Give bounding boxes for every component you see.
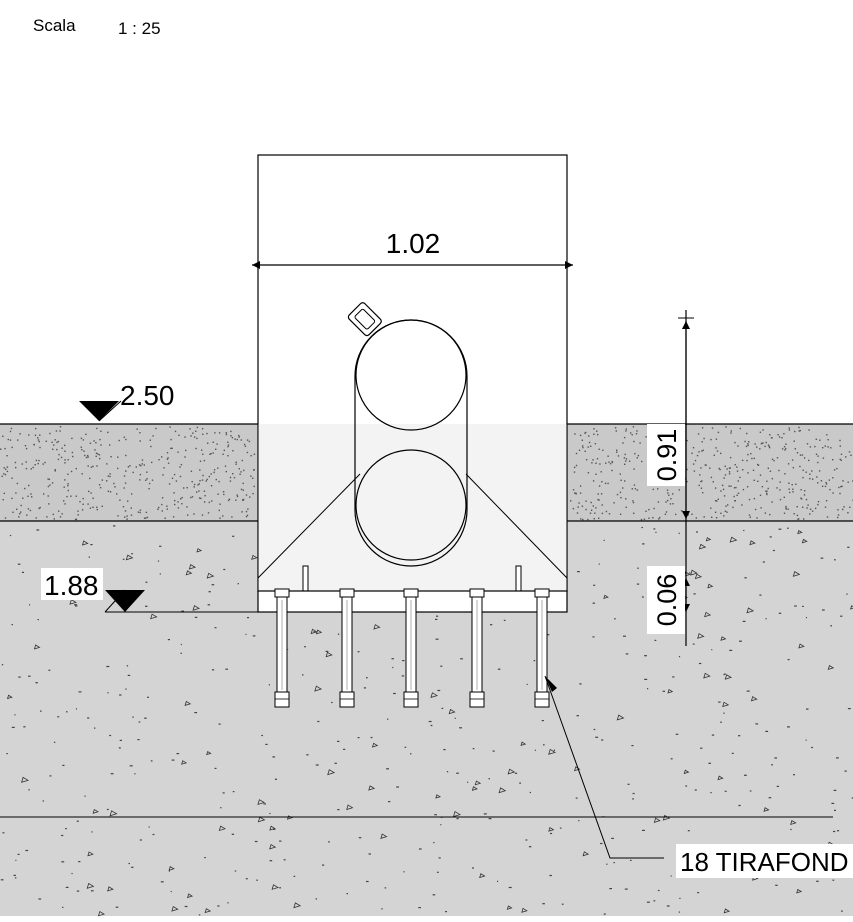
base-level-label-bg [41, 568, 103, 600]
lower-lamp [355, 449, 467, 561]
upper-lamp [355, 319, 467, 431]
anchor-bolt [534, 588, 550, 708]
soil-texture [0, 426, 853, 917]
height-upper-label-bg [647, 424, 685, 486]
brace-left [257, 473, 361, 579]
scale-label: Scala [33, 16, 76, 35]
anchor-bolts [274, 588, 550, 708]
scale-value: 1 : 25 [118, 19, 161, 38]
anchor-bolt [403, 588, 419, 708]
anchor-bolt [274, 588, 290, 708]
height-upper-value: 0.91 [652, 429, 682, 482]
anchor-bolt [469, 588, 485, 708]
anchor-callout-label-bg [676, 844, 853, 878]
height-lower-value: 0.06 [652, 574, 682, 627]
base-level-value: 1.88 [44, 570, 99, 601]
inner-post-left [302, 565, 309, 593]
buried-cabinet-shade [258, 424, 567, 591]
height-lower-label-bg [647, 566, 685, 634]
brace-right [465, 473, 568, 579]
lifting-hook [347, 302, 382, 337]
ground-level-value: 2.50 [120, 380, 175, 411]
base-level-marker [105, 590, 145, 612]
inner-post-right [515, 565, 522, 593]
ground-level-marker [79, 401, 119, 421]
width-dimension-value: 1.02 [386, 228, 441, 259]
anchor-callout-arrow [545, 676, 557, 692]
ground-level-leader [98, 400, 122, 422]
anchor-callout-leader [544, 675, 664, 859]
anchor-callout-label: 18 TIRAFOND [680, 847, 849, 877]
base-level-leader [104, 589, 126, 613]
anchor-bolt [339, 588, 355, 708]
